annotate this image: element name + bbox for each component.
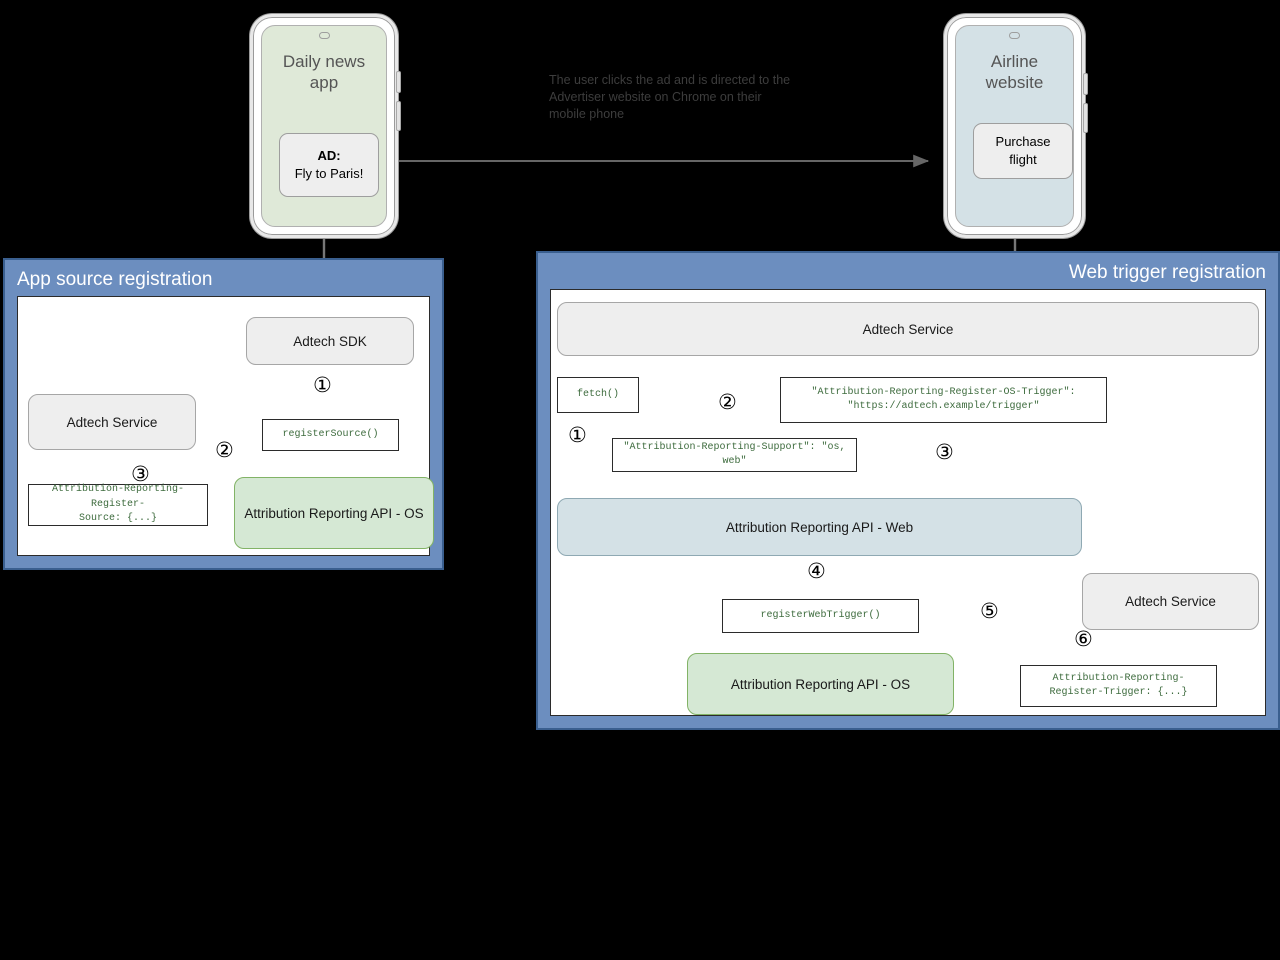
code-register-source-header: Attribution-Reporting-Register- Source: … bbox=[28, 484, 208, 526]
panel-left-title: App source registration bbox=[17, 269, 213, 290]
phone-left-screen: Daily news app AD: Fly to Paris! bbox=[261, 25, 387, 227]
phone-camera-icon bbox=[1009, 32, 1020, 39]
code-support-header-text: "Attribution-Reporting-Support": "os, we… bbox=[623, 441, 846, 468]
node-attribution-reporting-api-os-right[interactable]: Attribution Reporting API - OS bbox=[687, 653, 954, 715]
code-register-source: registerSource() bbox=[262, 419, 399, 451]
step-2-right: ② bbox=[718, 390, 737, 414]
node-ara-os-left-label: Attribution Reporting API - OS bbox=[244, 505, 424, 521]
phone-right-title: Airline website bbox=[985, 52, 1044, 93]
panel-right-body: Adtech Service fetch() "Attribution-Repo… bbox=[550, 289, 1266, 716]
phone-right-screen: Airline website Purchase flight bbox=[955, 25, 1074, 227]
node-adtech-service-right-label: Adtech Service bbox=[1125, 594, 1216, 609]
purchase-flight-card[interactable]: Purchase flight bbox=[973, 123, 1073, 179]
node-ara-os-right-label: Attribution Reporting API - OS bbox=[730, 676, 911, 692]
node-adtech-service-top-label: Adtech Service bbox=[862, 321, 954, 337]
node-adtech-sdk-label: Adtech SDK bbox=[293, 333, 367, 349]
code-register-web-trigger-text: registerWebTrigger() bbox=[760, 609, 881, 621]
code-register-trigger-header: Attribution-Reporting- Register-Trigger:… bbox=[1020, 665, 1217, 707]
code-os-trigger-header-text: "Attribution-Reporting-Register-OS-Trigg… bbox=[811, 386, 1076, 413]
phone-right-side-button-2 bbox=[1083, 103, 1088, 133]
phone-right-side-button-1 bbox=[1083, 73, 1088, 95]
node-adtech-service-top[interactable]: Adtech Service bbox=[557, 302, 1259, 356]
node-attribution-reporting-api-web[interactable]: Attribution Reporting API - Web bbox=[557, 498, 1082, 556]
ad-card-text: Fly to Paris! bbox=[294, 166, 364, 181]
panel-right-title: Web trigger registration bbox=[1068, 262, 1266, 283]
step-3-left: ③ bbox=[131, 462, 150, 486]
code-register-source-header-text: Attribution-Reporting-Register- Source: … bbox=[51, 484, 185, 525]
step-1-left: ① bbox=[313, 373, 332, 397]
node-adtech-service-right[interactable]: Adtech Service bbox=[1082, 573, 1259, 630]
phone-left-side-button-1 bbox=[396, 71, 401, 93]
panel-left-body: Adtech SDK registerSource() Adtech Servi… bbox=[17, 296, 434, 556]
step-2-left: ② bbox=[215, 438, 234, 462]
flow-caption: The user clicks the ad and is directed t… bbox=[549, 73, 791, 121]
panel-app-source-registration: App source registration Adtech SDK regis… bbox=[3, 258, 444, 570]
phone-right: Airline website Purchase flight bbox=[944, 14, 1088, 238]
code-os-trigger-header: "Attribution-Reporting-Register-OS-Trigg… bbox=[780, 377, 1107, 423]
purchase-flight-line2: flight bbox=[1009, 152, 1037, 167]
panel-web-trigger-registration: Web trigger registration Adtech Service … bbox=[536, 251, 1280, 730]
code-register-trigger-header-text: Attribution-Reporting- Register-Trigger:… bbox=[1049, 672, 1188, 699]
node-adtech-service-left[interactable]: Adtech Service bbox=[28, 394, 196, 450]
ad-card[interactable]: AD: Fly to Paris! bbox=[279, 133, 379, 197]
code-support-header: "Attribution-Reporting-Support": "os, we… bbox=[612, 438, 857, 472]
phone-left: Daily news app AD: Fly to Paris! bbox=[250, 14, 401, 238]
phone-left-title: Daily news app bbox=[282, 52, 366, 93]
node-adtech-sdk[interactable]: Adtech SDK bbox=[246, 317, 414, 365]
code-register-web-trigger: registerWebTrigger() bbox=[722, 599, 919, 633]
node-attribution-reporting-api-os-left[interactable]: Attribution Reporting API - OS bbox=[234, 477, 434, 549]
purchase-flight-line1: Purchase bbox=[995, 134, 1051, 150]
node-adtech-service-left-label: Adtech Service bbox=[66, 414, 158, 430]
step-4-right: ④ bbox=[807, 559, 826, 583]
code-register-source-text: registerSource() bbox=[282, 428, 379, 440]
step-3-right: ③ bbox=[935, 440, 954, 464]
phone-left-side-button-2 bbox=[396, 101, 401, 131]
phone-camera-icon bbox=[318, 32, 330, 39]
code-fetch: fetch() bbox=[557, 377, 639, 413]
code-fetch-text: fetch() bbox=[576, 388, 619, 400]
step-5-right: ⑤ bbox=[980, 599, 999, 623]
node-ara-web-label: Attribution Reporting API - Web bbox=[725, 519, 914, 535]
step-6-right: ⑥ bbox=[1074, 627, 1093, 651]
step-1-right: ① bbox=[568, 423, 587, 447]
ad-card-label: AD: bbox=[317, 148, 341, 164]
